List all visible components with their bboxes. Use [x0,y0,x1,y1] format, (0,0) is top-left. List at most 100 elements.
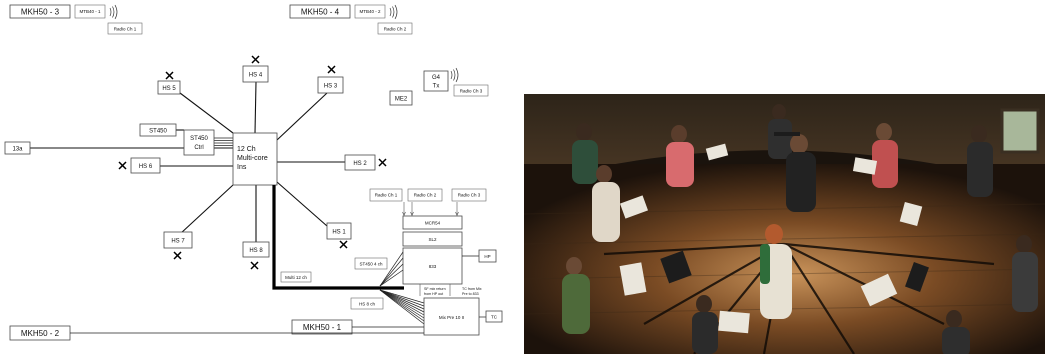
rack-radio-ch1-box [369,188,403,202]
choir-rehearsal-photo [524,94,1045,354]
disabled-x-icon [251,55,260,64]
rack-radio-ch3-box [451,188,487,202]
hub-label-line2: Multi-core [237,155,268,162]
tc-label: TC [491,315,498,320]
g4-transmitter-box [423,70,449,92]
g4-label: G4 [432,75,441,81]
headset-label-hs8: HS 8 [249,248,263,254]
wireless-icon [450,67,459,83]
st450-box [139,123,177,137]
recorder-833-label: 833 [429,264,437,269]
radio-ch1-box-top [107,22,143,35]
st450-ctrl-label-1: ST450 [190,136,208,142]
transmitter-label-mtb40-1: MTB40 - 1 [79,9,101,14]
headset-label-hs3: HS 3 [324,84,338,90]
headset-cables [30,81,345,242]
hp-label: HP [484,254,490,259]
mixpre-box [423,297,480,336]
mic-label-mkh50-3: MKH50 - 3 [21,8,60,17]
radio-ch1-label-top: Radio Ch 1 [114,27,137,32]
st450-4ch-tag [354,257,388,270]
signal-flow-diagram: MKH50 - 3 MTB40 - 1 Radio Ch 1 MKH50 - 4… [4,4,503,341]
rack-radio-ch3-label: Radio Ch 3 [458,193,481,198]
headset-label-hs4: HS 4 [249,73,263,79]
headset-box-hs3 [317,76,344,94]
mcr54-label: MCR54 [425,221,441,226]
transmitter-label-mtb40-2: MTB40 - 2 [359,9,381,14]
headset-box-hs2 [344,154,376,171]
mic-label-mkh50-2: MKH50 - 2 [21,329,60,338]
mic-box-mkh50-4 [289,4,351,19]
radio-ch3-box-top [453,84,489,97]
st450-ctrl-bus [214,137,233,146]
hs-8ch-label: HS 8 ch [359,302,376,307]
input-13a-box [4,141,31,155]
me2-label: ME2 [395,97,408,103]
disabled-x-icon [327,65,336,74]
radio-ch2-label-top: Radio Ch 2 [384,27,407,32]
headset-box-hs4 [242,65,269,83]
me2-mic-box [389,90,413,106]
st450-ctrl-label-2: Ctrl [194,145,203,151]
note-tc-from-mix: TC from Mix [462,287,482,291]
hp-box [478,249,497,263]
wireless-icon [109,4,118,20]
disabled-x-icon [173,251,182,260]
st450-label: ST450 [149,129,167,135]
headset-box-hs1 [326,222,352,240]
headset-label-hs5: HS 5 [162,86,176,92]
multicore-hub-box [232,132,278,186]
multi-12ch-cable [272,185,404,290]
headset-label-hs1: HS 1 [332,230,346,236]
window [1002,110,1038,152]
hs-8ch-tag [350,297,384,310]
st450-4ch-label: ST450 4 ch [359,262,383,267]
note-from-hp-out: from HP out [424,292,443,296]
headset-label-hs2: HS 2 [353,161,367,167]
hs-8ch-bundle [379,289,425,325]
mcr54-box [402,215,463,230]
disabled-x-icon [378,158,387,167]
hub-label-line3: Ins [237,164,247,171]
stand-desks [660,132,929,292]
mic-label-mkh50-4: MKH50 - 4 [301,8,340,17]
input-13a-label: 13a [12,147,23,153]
transmitter-box-mtb40-1 [74,4,106,19]
headset-box-hs8 [242,241,270,258]
rack-radio-ch2-box [407,188,443,202]
recorder-833-box [402,247,463,285]
headset-box-hs7 [163,231,193,249]
hub-label-line1: 12 Ch [237,146,256,153]
multi-12ch-tag [280,271,312,283]
tx-label: Tx [433,84,440,90]
mic-label-mkh50-1: MKH50 - 1 [303,323,342,332]
note-sf-mix-return: SF mix return [424,287,446,291]
rack-radio-ch1-label: Radio Ch 1 [375,193,398,198]
st450-ctrl-box [183,129,215,156]
stand-shadows [603,242,995,354]
transmitter-box-mtb40-2 [354,4,386,19]
radio-ch3-label-top: Radio Ch 3 [460,89,483,94]
headset-box-hs5 [157,80,181,95]
note-pre-to-833: Pre to 833 [462,292,479,296]
disabled-x-icon [250,261,259,270]
radio-ch2-box-top [377,22,413,35]
mixpre-label: Mix Pre 10 II [439,315,464,320]
sl2-label: SL2 [428,237,437,242]
disabled-x-icon [339,240,348,249]
sl2-box [402,231,463,247]
headset-box-hs6 [130,157,161,174]
tc-box [485,310,503,323]
st450-4ch-fanout [379,251,404,287]
disabled-x-icon [118,161,127,170]
radio-input-arrows [402,202,459,217]
rack-radio-ch2-label: Radio Ch 2 [414,193,437,198]
singers [562,104,1038,354]
headset-label-hs7: HS 7 [171,239,185,245]
multi-12ch-label: Multi 12 ch [285,275,307,280]
mic-box-mkh50-3 [9,4,71,19]
headset-label-hs6: HS 6 [139,164,153,170]
wireless-icon [389,4,398,20]
music-sheets [619,143,923,334]
disabled-x-icon [165,71,174,80]
